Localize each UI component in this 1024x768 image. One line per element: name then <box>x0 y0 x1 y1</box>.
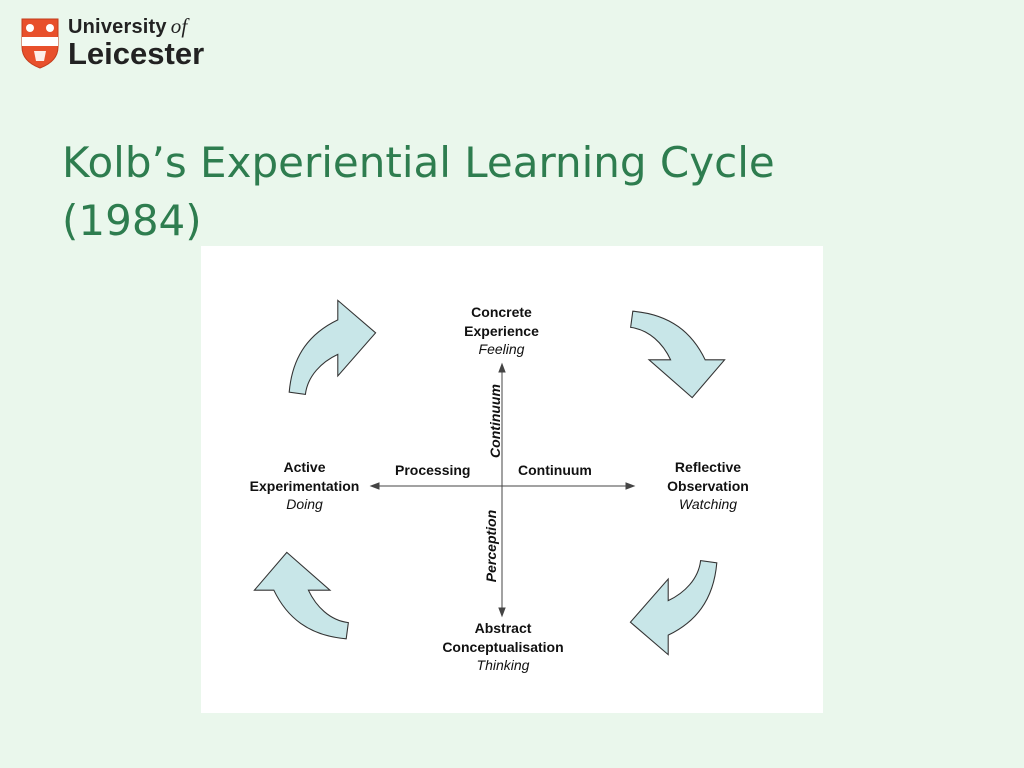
stage-abstract-line1: Abstract <box>474 620 532 636</box>
stage-abstract-sub: Thinking <box>476 657 530 673</box>
diagram-canvas <box>253 299 726 656</box>
axis-label-perception: Perception <box>483 509 499 583</box>
stage-active-line1: Active <box>283 459 326 475</box>
slide-title: Kolb’s Experiential Learning Cycle (1984… <box>62 134 962 250</box>
stage-reflective-sub: Watching <box>678 496 738 512</box>
axis-label-continuum-horizontal: Continuum <box>518 462 592 478</box>
stage-concrete-sub: Feeling <box>478 341 525 357</box>
stage-active-sub: Doing <box>286 496 323 512</box>
stage-concrete-experience: Concrete Experience Feeling <box>434 303 569 359</box>
logo-leicester: Leicester <box>68 36 205 71</box>
logo-university: University <box>68 16 167 38</box>
kolb-cycle-diagram: Concrete Experience Feeling Reflective O… <box>201 246 823 713</box>
logo-of: of <box>170 14 188 38</box>
stage-abstract-line2: Conceptualisation <box>442 638 564 655</box>
axis-label-processing: Processing <box>395 462 471 478</box>
stage-abstract-conceptualisation: Abstract Conceptualisation Thinking <box>423 619 583 675</box>
arrowhead-down-icon <box>498 607 506 618</box>
axis-label-continuum-vertical: Continuum <box>487 384 503 458</box>
arrowhead-up-icon <box>498 362 506 373</box>
axes <box>369 362 636 618</box>
cycle-arrow-bottom-right-icon <box>629 560 718 656</box>
stage-concrete-line1: Concrete <box>471 304 532 320</box>
stage-active-line2: Experimentation <box>249 477 360 494</box>
cycle-arrow-bottom-left-icon <box>253 551 349 640</box>
arrowhead-right-icon <box>625 482 636 490</box>
cycle-arrow-top-right-icon <box>630 310 726 399</box>
shield-crest-icon <box>21 18 59 69</box>
slide-title-line2: (1984) <box>62 196 202 245</box>
cycle-arrow-top-left-icon <box>288 299 377 395</box>
stage-active-experimentation: Active Experimentation Doing <box>237 458 372 514</box>
stage-reflective-observation: Reflective Observation Watching <box>648 458 768 514</box>
slide-title-line1: Kolb’s Experiential Learning Cycle <box>62 138 775 187</box>
arrowhead-left-icon <box>369 482 380 490</box>
stage-reflective-line1: Reflective <box>674 459 742 475</box>
stage-reflective-line2: Observation <box>667 477 749 494</box>
stage-concrete-line2: Experience <box>464 322 539 339</box>
